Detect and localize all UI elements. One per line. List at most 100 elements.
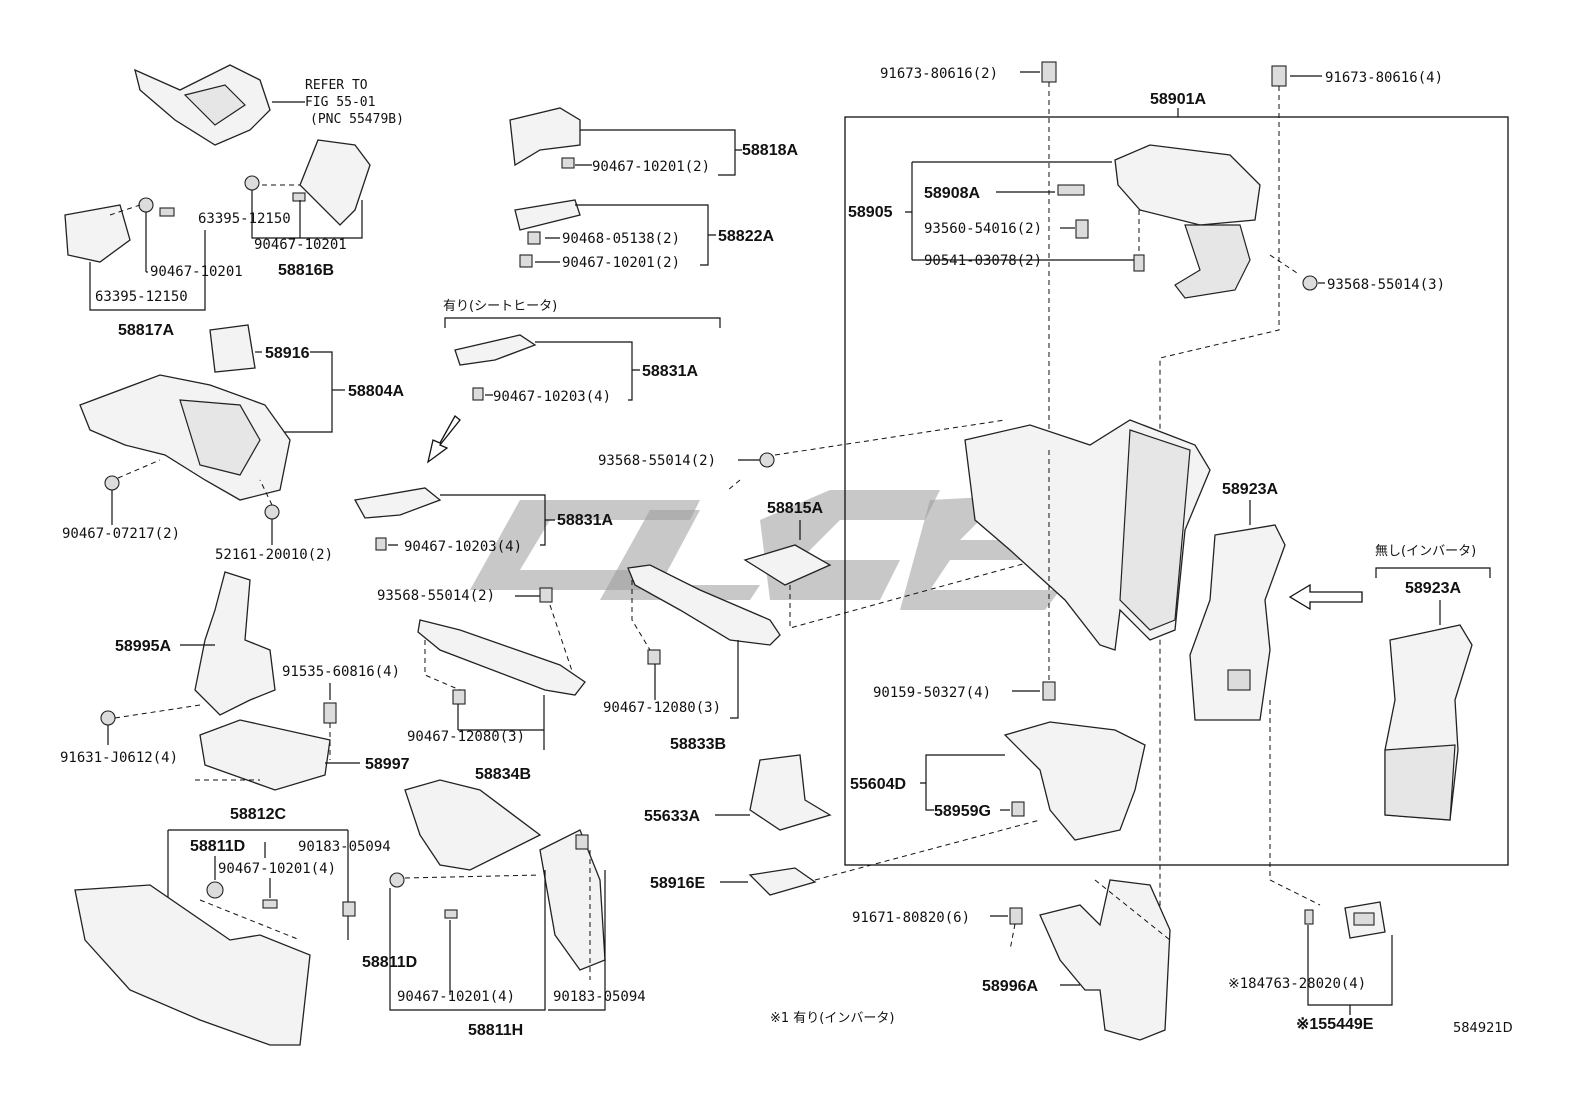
label-58815A: 58815A [767,500,823,517]
label-91673-80616-a: 91673-80616(2) [880,66,998,82]
part-58923A [1189,524,1286,721]
part-58831A [353,487,442,519]
clip-icon [262,899,278,909]
label-58923A-b: 58923A [1405,580,1461,597]
clip-icon [519,254,533,268]
part-58811H-left [404,779,542,871]
part-58916E [748,867,817,896]
label-58831A-1: 58831A [642,363,698,380]
label-58905: 58905 [848,204,893,221]
label-58923A-a: 58923A [1222,481,1278,498]
label-58908A: 58908A [924,185,980,202]
clip-icon [159,207,175,217]
part-58833B [627,564,781,646]
bolt-icon [323,702,337,724]
label-93568-55014-a: 93568-55014(2) [598,453,716,469]
label-55604D: 55604D [850,776,906,793]
label-90183-05094-b: 90183-05094 [553,989,646,1005]
label-90467-10201-4b: 90467-10201(4) [397,989,515,1005]
clip-icon [444,909,458,919]
part-58997 [199,719,331,791]
screw-icon [759,452,775,468]
screw-icon [1042,681,1056,701]
label-91535-60816: 91535-60816(4) [282,664,400,680]
bolt-icon [1271,65,1287,87]
label-91631-J0612: 91631-J0612(4) [60,750,178,766]
bolt-icon [1009,907,1023,925]
clip-icon [575,834,589,850]
label-58818A: 58818A [742,142,798,159]
part-58831A-heater [454,334,537,366]
label-90541-03078: 90541-03078(2) [924,253,1042,269]
assembly-frame-58901A [844,116,1509,866]
note-inverter: ※1 有り(インバータ) [770,1011,894,1026]
label-90467-10201-b: 90467-10201 [150,264,243,280]
screw-icon [1011,801,1025,817]
label-90183-05094-a: 90183-05094 [298,839,391,855]
label-90467-10203-a: 90467-10203(4) [493,389,611,405]
clip-icon [138,197,154,213]
part-55633A [749,754,832,831]
clip-icon [292,192,306,202]
part-58815A [743,544,832,586]
bolt-icon [1041,61,1057,83]
label-58834B: 58834B [475,766,531,783]
label-91671-80820: 91671-80820(6) [852,910,970,926]
refer-to-line3: (PNC 55479B) [310,112,404,127]
clip-icon [1304,909,1314,925]
label-58816B: 58816B [278,262,334,279]
part-58995A [194,571,276,716]
label-58901A: 58901A [1150,91,1206,108]
label-58817A: 58817A [118,322,174,339]
label-58804A: 58804A [348,383,404,400]
clip-icon [206,881,224,899]
label-52161-20010: 52161-20010(2) [215,547,333,563]
screw-icon [1075,219,1089,239]
label-93568-55014-c: 93568-55014(3) [1327,277,1445,293]
part-55604D [1003,721,1146,841]
label-91673-80616-b: 91673-80616(4) [1325,70,1443,86]
cap-icon [1057,184,1085,196]
label-90467-10201-2a: 90467-10201(2) [592,159,710,175]
clip-icon [527,231,541,245]
label-90467-10201-2b: 90467-10201(2) [562,255,680,271]
clip-icon [342,901,356,917]
clip-icon [452,689,466,705]
label-90467-12080-a: 90467-12080(3) [407,729,525,745]
label-184763-28020: ※184763-28020(4) [1228,976,1366,992]
label-58916E: 58916E [650,875,705,892]
part-58816B [299,139,371,226]
label-58822A: 58822A [718,228,774,245]
part-58834B [417,619,586,696]
arrow-icon [426,415,461,464]
label-58997: 58997 [365,756,410,773]
clip-icon [561,157,575,169]
diagram-id: 584921D [1453,1021,1513,1036]
refer-to-line1: REFER TO [305,78,368,93]
part-55449E [1344,901,1386,939]
label-90467-12080-b: 90467-12080(3) [603,700,721,716]
label-63395-12150-a: 63395-12150 [198,211,291,227]
label-90159-50327: 90159-50327(4) [873,685,991,701]
note-seat-heater: 有り(シートヒータ) [443,299,557,314]
screw-icon [104,475,120,491]
clip-icon [389,872,405,888]
part-58923A-no-inverter [1384,624,1473,821]
arrow-left-icon [1288,583,1363,611]
label-93568-55014-b: 93568-55014(2) [377,588,495,604]
label-90467-10203-b: 90467-10203(4) [404,539,522,555]
part-58822A [514,199,581,231]
note-no-inverter: 無し(インバータ) [1375,544,1476,559]
label-58811D-a: 58811D [190,838,245,855]
label-58916: 58916 [265,345,310,362]
screw-icon [1302,275,1318,291]
clip-icon [472,387,484,401]
part-58812C [74,884,311,1046]
clip-icon [375,537,387,551]
label-55449E: ※155449E [1296,1016,1374,1033]
label-63395-12150-b: 63395-12150 [95,289,188,305]
part-console-body [964,419,1211,651]
label-58995A: 58995A [115,638,171,655]
screw-icon [539,587,553,603]
